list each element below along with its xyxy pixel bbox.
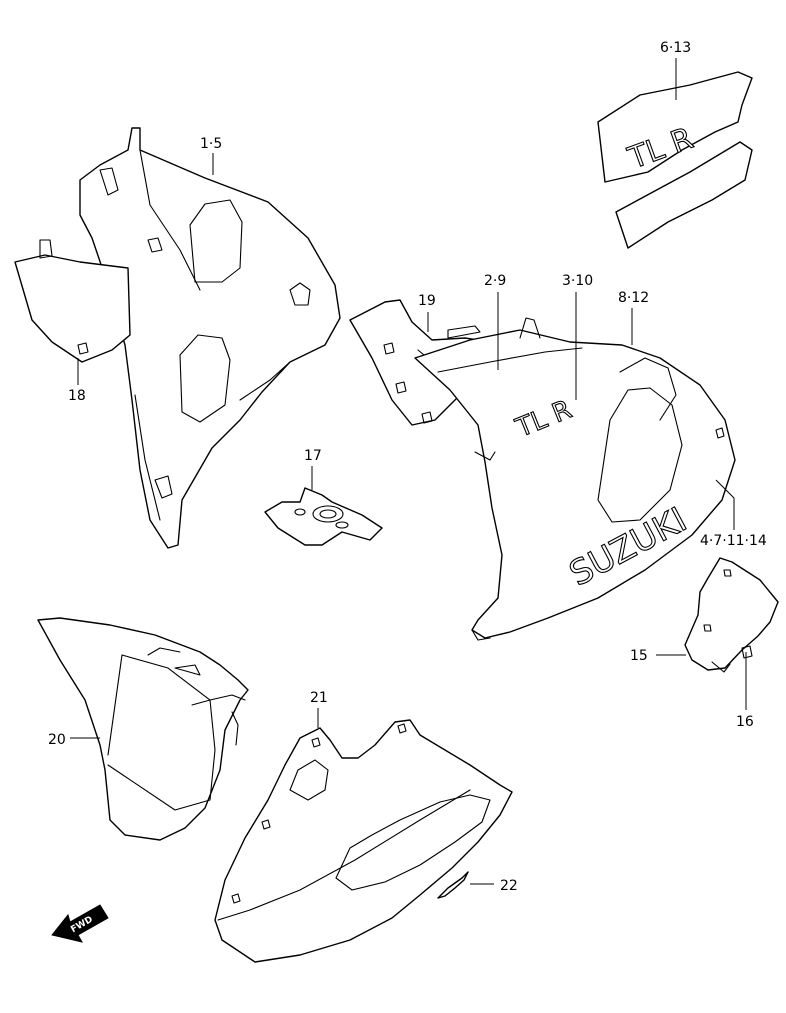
part-small-cover-15 (684, 557, 779, 673)
callout-15: 15 (630, 648, 648, 664)
callout-4-7-11-14: 4·7·11·14 (700, 533, 767, 549)
callout-20: 20 (48, 732, 66, 748)
callout-3-10: 3·10 (562, 273, 593, 289)
part-trim-22 (437, 871, 469, 899)
callout-1-5: 1·5 (200, 136, 222, 152)
part-side-cowling-left (79, 127, 341, 549)
callout-2-9: 2·9 (484, 273, 506, 289)
callout-18: 18 (68, 388, 86, 404)
callout-22: 22 (500, 878, 518, 894)
part-under-cowling-21 (214, 719, 513, 963)
callout-8-12: 8·12 (618, 290, 649, 306)
callout-19: 19 (418, 293, 436, 309)
callout-16: 16 (736, 714, 754, 730)
callout-6-13: 6·13 (660, 40, 691, 56)
part-plate-17 (264, 487, 383, 546)
part-decal-6-13: TL R (597, 71, 753, 249)
part-main-side-fairing: TL R SUZUKI (414, 317, 736, 641)
leader-4-7-11-14 (715, 479, 735, 530)
part-inner-fender-20 (37, 617, 249, 841)
fwd-arrow-icon: FWD (51, 904, 109, 943)
part-inner-panel-18 (14, 239, 131, 363)
callout-17: 17 (304, 448, 322, 464)
callout-21: 21 (310, 690, 328, 706)
